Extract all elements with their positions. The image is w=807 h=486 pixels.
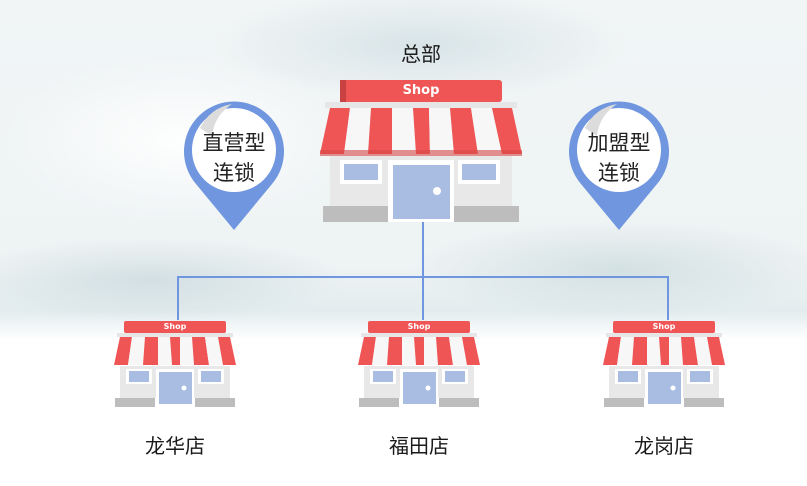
shop-icon bbox=[320, 80, 522, 222]
direct-chain-line1: 直营型 bbox=[202, 131, 266, 155]
branch-label-longgang: 龙岗店 bbox=[634, 434, 694, 458]
branch-label-longhua: 龙华店 bbox=[145, 434, 205, 458]
branch-sign: Shop bbox=[163, 322, 187, 331]
connector-horizontal bbox=[177, 276, 669, 278]
connector-trunk bbox=[422, 222, 424, 320]
franchise-chain-line2: 连锁 bbox=[598, 161, 640, 185]
branch-shop-futian: Shop bbox=[358, 320, 480, 408]
shop-icon bbox=[114, 321, 236, 407]
branch-sign: Shop bbox=[407, 322, 431, 331]
direct-chain-line2: 连锁 bbox=[213, 161, 255, 185]
connector-right bbox=[667, 276, 669, 320]
connector-left bbox=[177, 276, 179, 320]
franchise-chain-line1: 加盟型 bbox=[587, 131, 651, 155]
map-pin-icon bbox=[569, 101, 669, 230]
headquarters-shop: Shop bbox=[320, 78, 522, 224]
branch-shop-longhua: Shop bbox=[114, 320, 236, 408]
direct-chain-tag: 直营型 连锁 bbox=[184, 98, 284, 230]
branch-shop-longgang: Shop bbox=[603, 320, 725, 408]
shop-icon bbox=[603, 321, 725, 407]
branch-sign: Shop bbox=[652, 322, 676, 331]
franchise-chain-tag: 加盟型 连锁 bbox=[569, 98, 669, 230]
map-pin-icon bbox=[184, 101, 284, 230]
headquarters-sign: Shop bbox=[402, 83, 440, 98]
branch-label-futian: 福田店 bbox=[389, 434, 449, 458]
shop-icon bbox=[358, 321, 480, 407]
headquarters-label: 总部 bbox=[401, 42, 441, 66]
